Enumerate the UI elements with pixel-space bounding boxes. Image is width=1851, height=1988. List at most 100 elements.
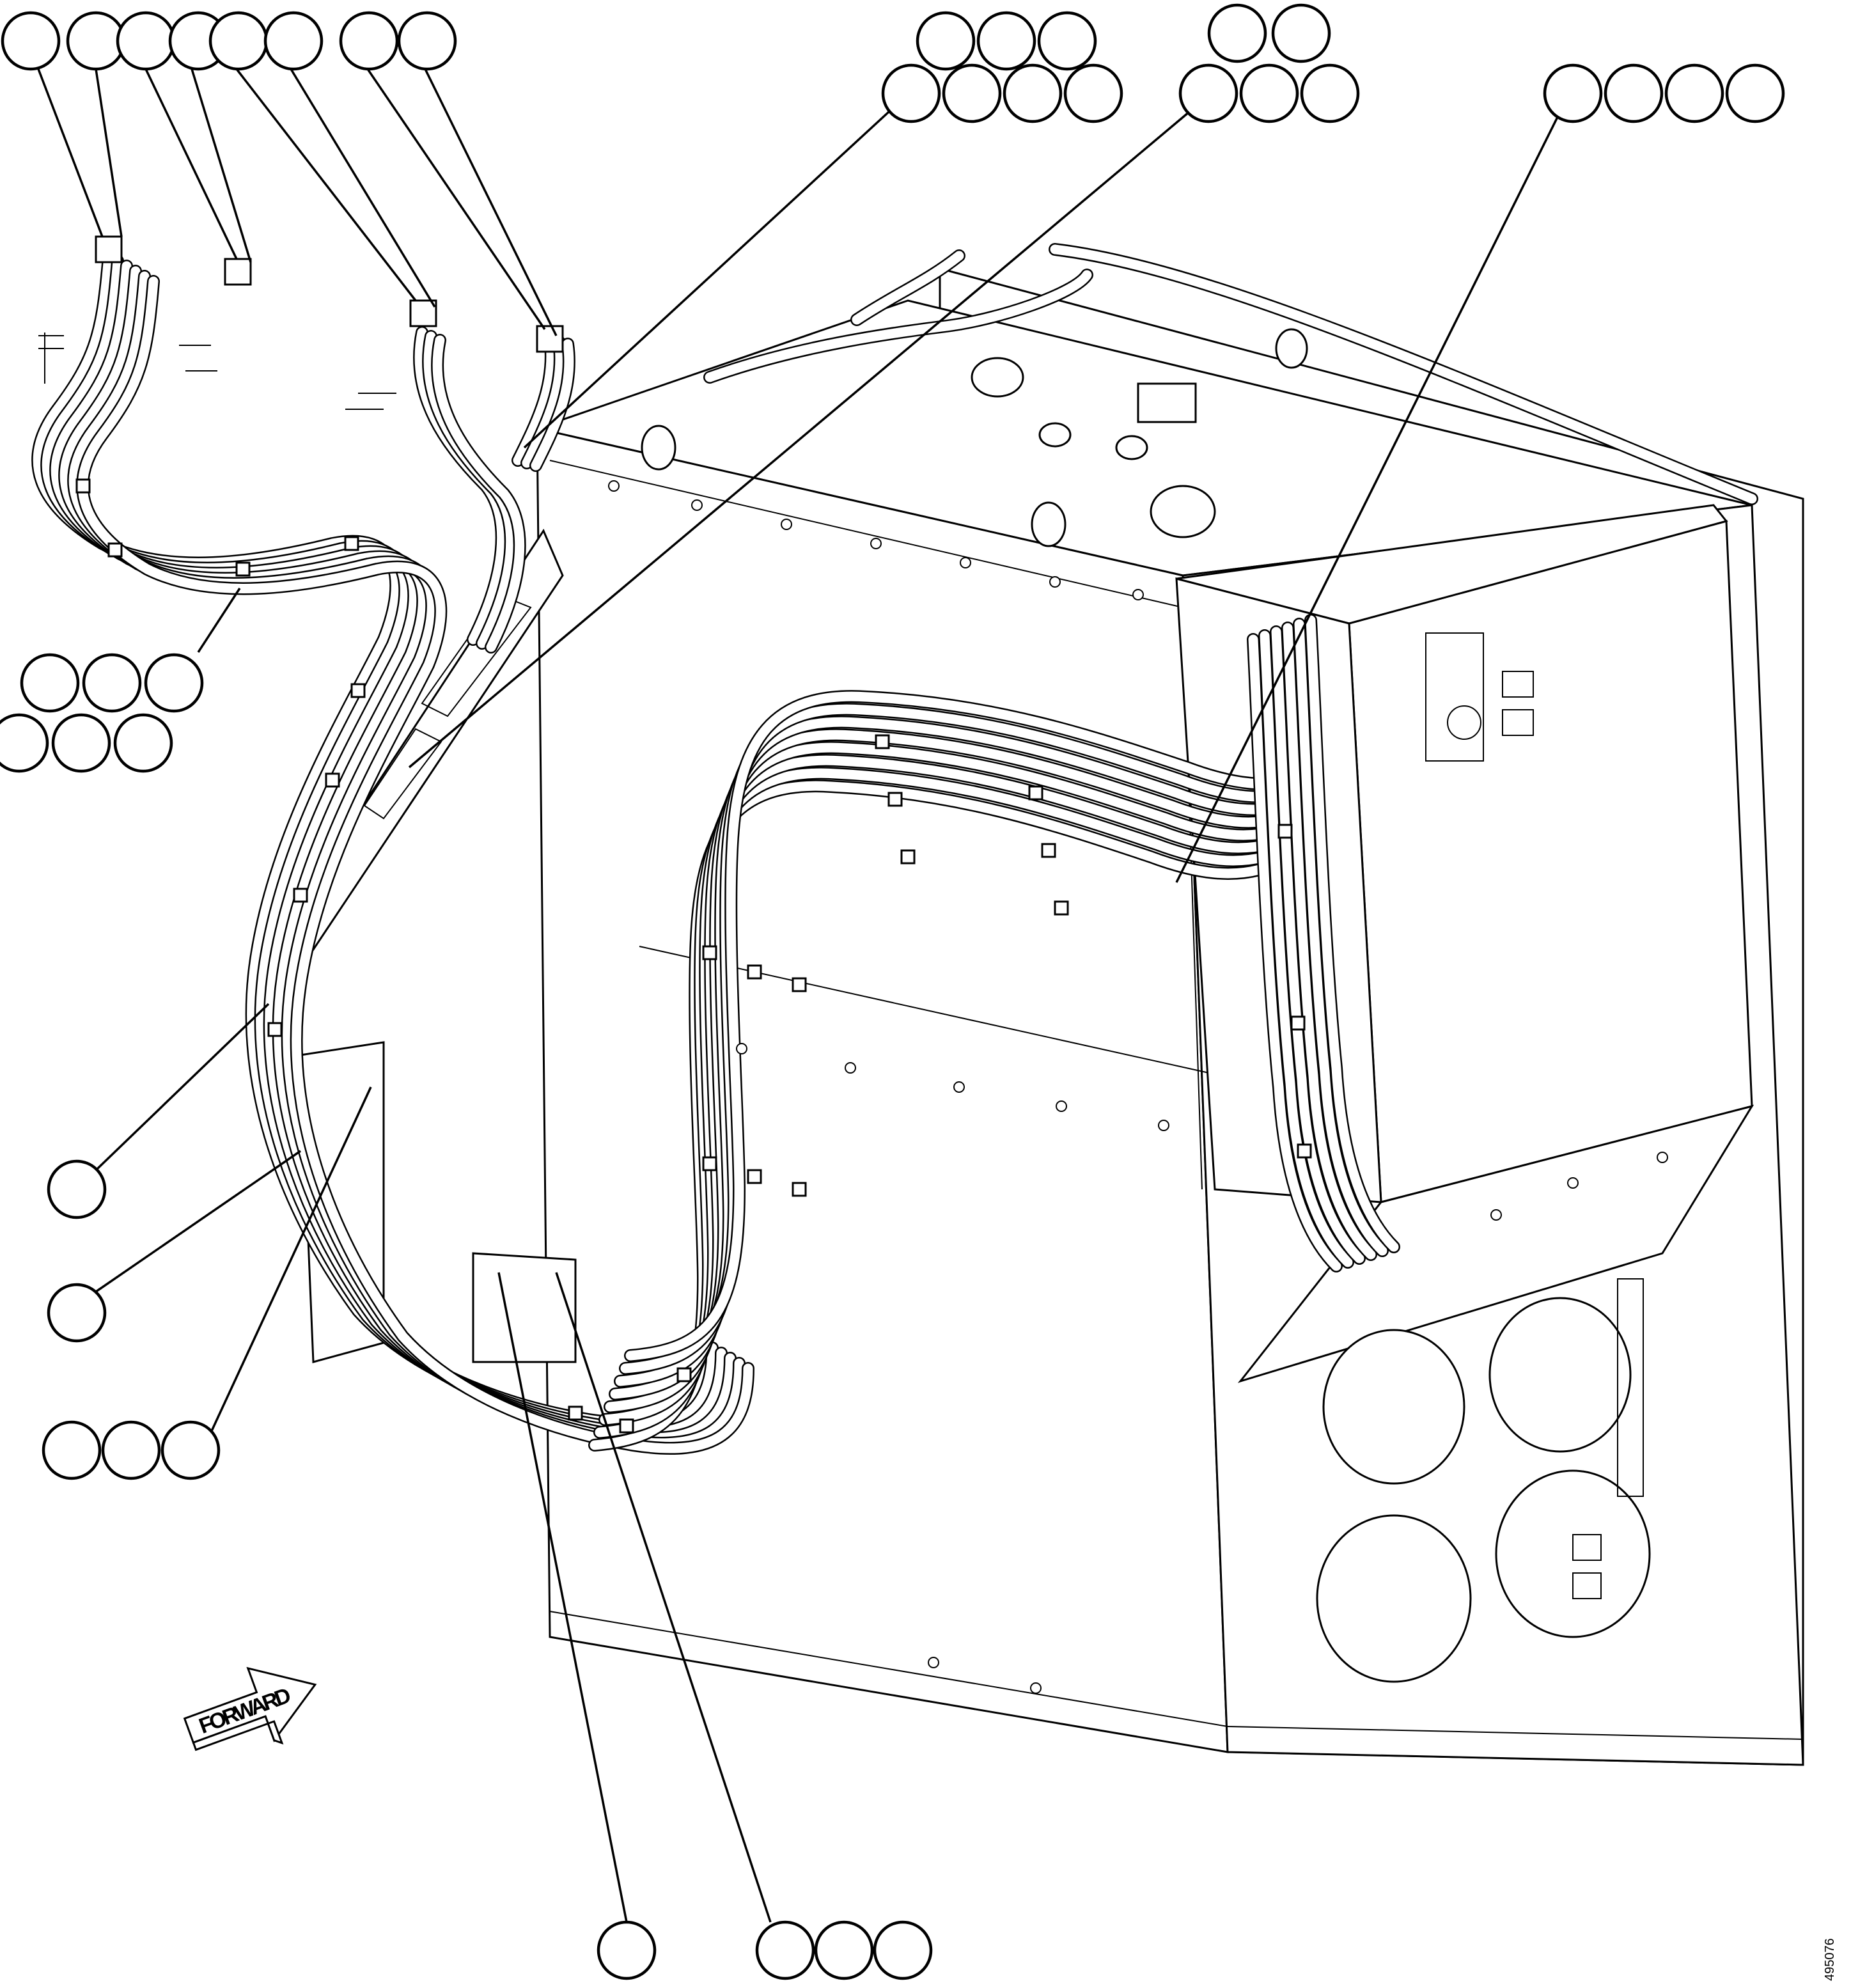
callout-bubble <box>42 1420 102 1480</box>
callout-bubble <box>66 11 126 71</box>
callout-bubble <box>1664 63 1724 123</box>
panel-bolt <box>845 1062 856 1074</box>
forward-arrow: FORWARD <box>183 1666 317 1751</box>
callout-leader-line <box>424 68 558 336</box>
terminal-fitting-3 <box>345 393 396 410</box>
bracket-cutout-1 <box>421 593 532 717</box>
callout-leader-line <box>290 68 436 308</box>
cable-clamp <box>344 536 359 551</box>
cable-clamp <box>792 977 807 992</box>
panel-bolt <box>1049 576 1061 588</box>
callout-bubble <box>1604 63 1664 123</box>
panel-bolt <box>1567 1177 1579 1189</box>
terminal-fitting-2 <box>179 345 217 372</box>
callout-leader-line <box>366 68 546 330</box>
callout-bubble <box>1 11 61 71</box>
callout-bubble <box>1178 63 1238 123</box>
cable-clamp <box>1297 1143 1312 1159</box>
callout-leader-line <box>37 68 104 237</box>
connector-1 <box>95 235 123 263</box>
callout-bubble <box>597 1920 657 1980</box>
lift-eye-1 <box>641 425 676 471</box>
cable-clamp <box>235 561 251 577</box>
top-hardware <box>641 243 1758 547</box>
lift-eye-2 <box>1031 501 1066 547</box>
top-rail <box>549 460 1183 608</box>
callout-leader-line <box>191 68 252 263</box>
connector-4 <box>536 325 564 353</box>
access-knob <box>1447 705 1481 740</box>
center-bracket <box>472 1252 577 1363</box>
cable-clamp <box>747 964 762 980</box>
callout-bubble <box>82 653 142 713</box>
callout-bubble <box>144 653 204 713</box>
callout-bubble <box>208 11 269 71</box>
cable-clamp <box>350 683 366 698</box>
connector-3 <box>409 299 437 327</box>
callout-leader-line <box>523 111 890 449</box>
cable-clamp <box>619 1418 634 1434</box>
cable-clamp <box>107 542 123 558</box>
panel-bolt <box>960 557 971 568</box>
connector-2 <box>224 258 252 286</box>
callout-bubbles <box>0 3 1785 1980</box>
callout-bubble <box>116 11 176 71</box>
callout-bubble <box>51 713 111 773</box>
cable-clamp <box>676 1367 692 1382</box>
callout-bubble <box>1207 3 1267 63</box>
lift-eye-3 <box>1275 328 1308 369</box>
junction-box-front <box>1348 520 1753 1203</box>
cable-bundles <box>31 249 1668 1694</box>
callout-bubble <box>263 11 324 71</box>
cable-clamp <box>1041 843 1056 858</box>
cable-clamp <box>568 1405 583 1421</box>
valve-body <box>971 357 1024 398</box>
cable-clamp <box>747 1169 762 1184</box>
cable-clamp <box>1054 900 1069 916</box>
callout-bubble <box>942 63 1002 123</box>
panel-bolt <box>1132 589 1144 600</box>
panel-bolt <box>781 519 792 530</box>
receptacle-label-a <box>1572 1534 1602 1561</box>
receptacle-label-b <box>1572 1572 1602 1599</box>
cable-clamp <box>875 734 890 749</box>
callout-bubble <box>397 11 457 71</box>
cable-clamp <box>267 1022 283 1037</box>
callout-bubble <box>1037 11 1097 71</box>
callout-leader-line <box>497 1272 628 1923</box>
callout-bubble <box>881 63 941 123</box>
mid-rail <box>639 946 1273 1088</box>
callout-bubble <box>814 1920 874 1980</box>
callout-leader-line <box>210 1086 372 1433</box>
panel-bolt <box>1030 1682 1042 1694</box>
receptacle-2 <box>1488 1297 1632 1453</box>
cable-clamp <box>293 888 308 903</box>
callout-bubble <box>1271 3 1331 63</box>
cable-clamp <box>1290 1015 1306 1031</box>
port-1 <box>1038 422 1072 448</box>
callout-bubble <box>916 11 976 71</box>
callout-leader-line <box>95 1003 270 1171</box>
callout-bubble <box>113 713 173 773</box>
forward-arrow-depth <box>192 1715 284 1751</box>
cable-clamp <box>1277 824 1293 839</box>
callout-leaders <box>37 68 1561 1923</box>
cable-clamp <box>325 772 340 788</box>
panel-bolt <box>953 1081 965 1093</box>
callout-bubble <box>1239 63 1299 123</box>
callout-leader-line <box>144 68 238 260</box>
callout-leader-line <box>235 68 417 302</box>
panel-bolt <box>1056 1100 1067 1112</box>
receptacle-1 <box>1322 1329 1465 1485</box>
terminal-fitting-1 <box>38 333 64 384</box>
panel-bolt <box>928 1657 939 1668</box>
receptacle-3 <box>1316 1514 1472 1683</box>
callout-bubble <box>755 1920 815 1980</box>
panel-bolt <box>608 480 620 492</box>
receptacle-vertical-conduit <box>1617 1278 1644 1497</box>
label-plate-1 <box>1502 671 1534 698</box>
panel-bolt <box>691 499 703 511</box>
port-2 <box>1115 435 1148 460</box>
cable-clamp <box>702 945 717 960</box>
callout-bubble <box>0 713 49 773</box>
